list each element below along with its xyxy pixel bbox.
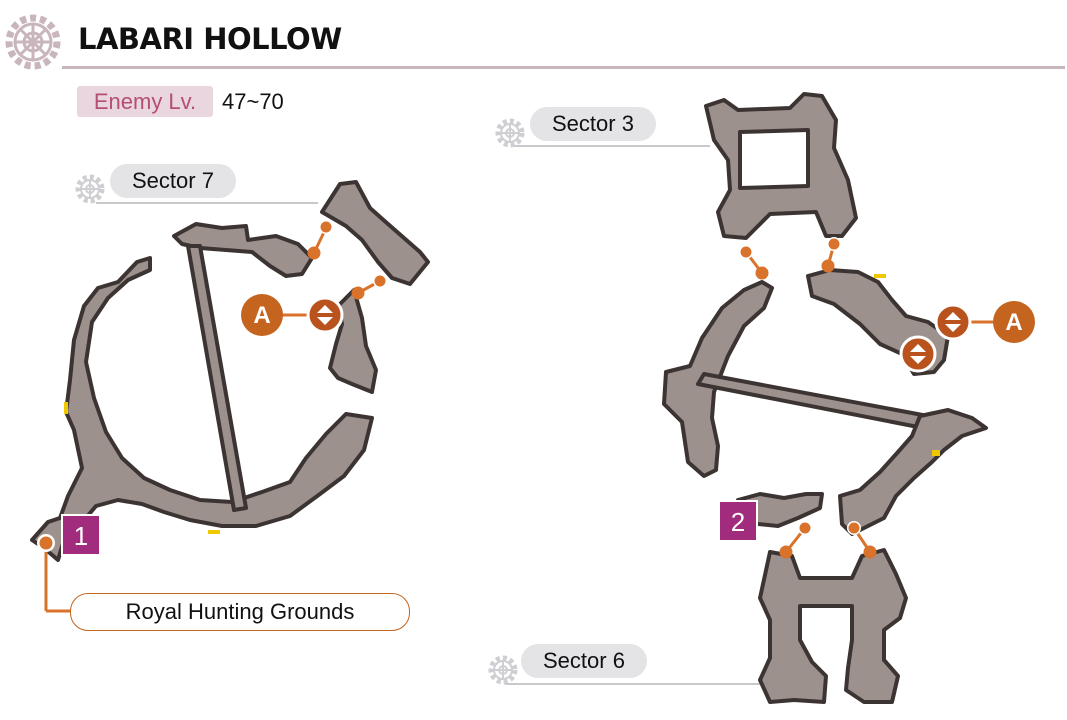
enemy-level-badge: Enemy Lv.: [77, 86, 213, 117]
elevator-icon[interactable]: [934, 303, 972, 341]
link-a-badge-left[interactable]: A: [241, 294, 283, 336]
sector-6-gear-icon: [491, 658, 515, 682]
elevator-icon[interactable]: [306, 296, 344, 334]
svg-text:2: 2: [731, 507, 745, 537]
point-marker-2[interactable]: 2: [718, 500, 758, 542]
door-marker: [64, 402, 68, 414]
svg-text:A: A: [253, 302, 270, 329]
door-marker: [874, 274, 886, 278]
sector-7-gear-icon: [78, 177, 102, 201]
door-marker: [208, 530, 220, 534]
sector-3-label[interactable]: Sector 3: [530, 107, 656, 141]
exit-label-royal-hunting-grounds[interactable]: Royal Hunting Grounds: [70, 593, 410, 631]
sector-3-6-map: [662, 92, 988, 704]
header-gear-icon: [5, 14, 61, 70]
header-divider: [62, 66, 1065, 69]
sector-7-label[interactable]: Sector 7: [110, 164, 236, 198]
link-a-badge-right[interactable]: A: [993, 301, 1035, 343]
sector-6-label[interactable]: Sector 6: [521, 644, 647, 678]
sector-7-routes: [37, 220, 387, 613]
enemy-level-value: 47~70: [222, 89, 284, 114]
door-marker: [932, 450, 940, 456]
sector-3-gear-icon: [498, 121, 522, 145]
elevator-icon[interactable]: [899, 335, 937, 373]
svg-text:1: 1: [74, 521, 88, 551]
sector-3-6-routes: [739, 237, 996, 559]
sector-7-map: [30, 180, 430, 562]
point-marker-1[interactable]: 1: [61, 514, 101, 556]
svg-text:A: A: [1005, 309, 1022, 336]
page-title: LABARI HOLLOW: [78, 22, 342, 56]
